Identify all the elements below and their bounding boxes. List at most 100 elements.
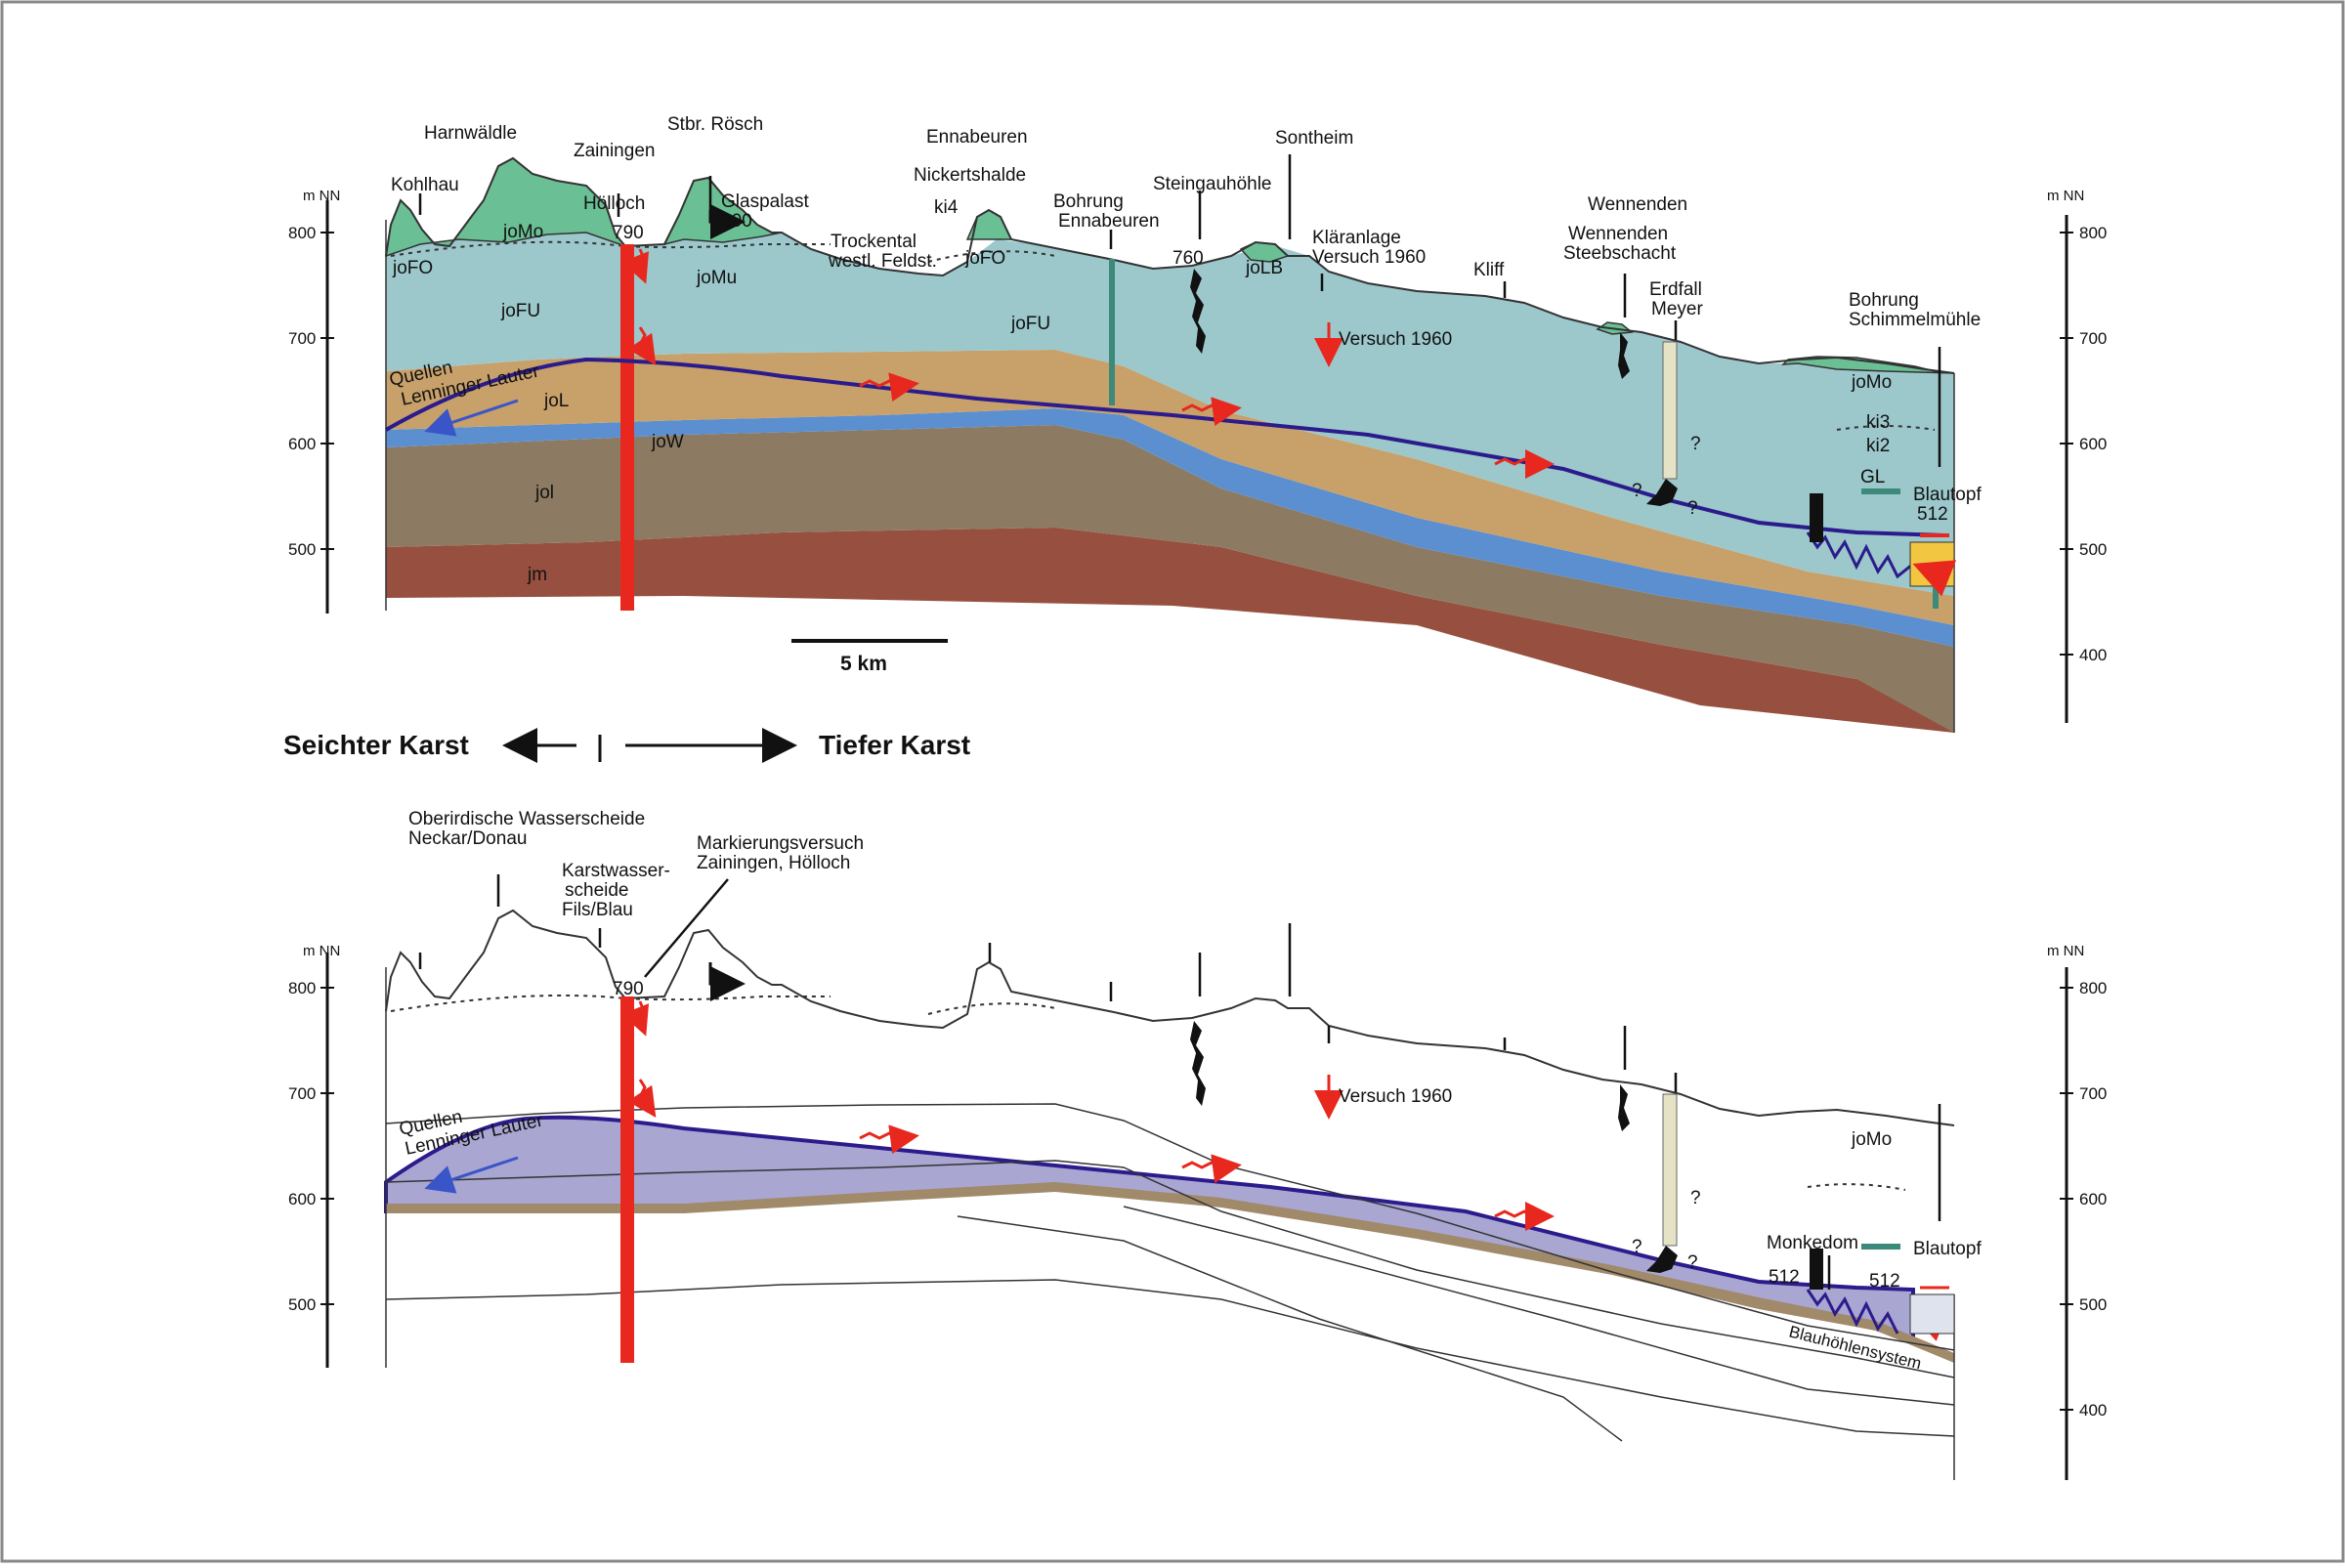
- label-glaspalast-alt: 800: [721, 211, 752, 232]
- label-bohrung-1: Bohrung: [1053, 191, 1124, 212]
- q-mark-b2: ?: [1632, 1237, 1642, 1257]
- top-leader-lines: [418, 154, 1941, 467]
- label-hoelloch: Hölloch: [583, 193, 645, 214]
- unit-ki2: ki2: [1866, 436, 1890, 456]
- label-schimmel-1: Bohrung: [1849, 290, 1919, 311]
- tick-600: 600: [2079, 435, 2107, 453]
- top-labels: Kohlhau Harnwäldle Zainingen Hölloch 790…: [388, 114, 1983, 585]
- bottom-cave-erdfall: [1646, 1246, 1678, 1273]
- label-nickertshalde: Nickertshalde: [914, 165, 1026, 186]
- unit-joMo-left: joMo: [502, 222, 543, 242]
- unit-joFO-left: joFO: [392, 258, 433, 278]
- label-wasserscheide-2: Neckar/Donau: [408, 828, 527, 849]
- label-klaeranlage-1: Kläranlage: [1312, 228, 1401, 248]
- label-glaspalast: Glaspalast: [721, 191, 809, 212]
- tick-700: 700: [288, 329, 316, 348]
- unit-joFO-mid: joFO: [964, 248, 1005, 269]
- top-cave-steingauhoehle: [1190, 269, 1206, 354]
- label-wenn-steeb-2: Steebschacht: [1563, 243, 1677, 264]
- axis-unit-top-left: m NN: [303, 188, 340, 204]
- q-mark-b1: ?: [1690, 1188, 1701, 1208]
- scale-bar-label: 5 km: [840, 653, 887, 675]
- label-steingauhoehle: Steingauhöhle: [1153, 174, 1272, 194]
- label-alt-790: 790: [613, 979, 644, 999]
- unit-joW: joW: [651, 432, 684, 452]
- bottom-cross-section: [384, 909, 1955, 1480]
- bottom-red-fault: [620, 996, 634, 1363]
- tick-700: 700: [2079, 329, 2107, 348]
- bottom-right-axis: m NN 800 700 600 500 400: [2047, 943, 2107, 1480]
- label-blautopf: Blautopf: [1913, 485, 1982, 505]
- tick-600: 600: [2079, 1190, 2107, 1208]
- bottom-gl-marker: [1861, 1244, 1900, 1250]
- unit-jm: jm: [527, 565, 547, 585]
- tick-700: 700: [2079, 1084, 2107, 1103]
- tick-400: 400: [2079, 1401, 2107, 1420]
- bottom-glaspalast-arrow: [708, 962, 746, 1001]
- bottom-base-layer: [386, 1182, 1954, 1363]
- label-sontheim: Sontheim: [1275, 128, 1353, 148]
- top-borehole-ennabeuren: [1109, 259, 1115, 405]
- top-blautopf-pool: [1909, 541, 1955, 587]
- tick-500: 500: [288, 1295, 316, 1314]
- label-joMo-bottom: joMo: [1851, 1129, 1892, 1150]
- bottom-left-axis: m NN 800 700 600 500: [288, 943, 340, 1368]
- glaspalast-arrow: [708, 204, 746, 239]
- label-trockental-1: Trockental: [831, 232, 917, 252]
- label-512-a: 512: [1769, 1267, 1800, 1288]
- axis-unit-bottom-left: m NN: [303, 943, 340, 959]
- top-left-axis: m NN 800 700 600 500: [288, 188, 340, 614]
- tick-600: 600: [288, 435, 316, 453]
- label-steingau-alt: 760: [1172, 248, 1204, 269]
- top-blue-flow-arrow: [424, 399, 519, 437]
- top-right-axis: m NN 800 700 600 500 400: [2047, 188, 2107, 723]
- label-ki4: ki4: [934, 197, 959, 218]
- top-dotted-boundary: [390, 240, 1056, 263]
- label-kohlhau: Kohlhau: [391, 175, 459, 195]
- tick-800: 800: [288, 979, 316, 997]
- unit-joMu: joMu: [696, 268, 737, 288]
- bottom-blue-flow-arrow: [424, 1156, 519, 1194]
- bottom-monkedom-shaft: [1810, 1249, 1823, 1290]
- label-mark-2: Zainingen, Hölloch: [697, 853, 850, 873]
- tick-500: 500: [2079, 1295, 2107, 1314]
- label-versuch-1960-bottom: Versuch 1960: [1339, 1086, 1452, 1107]
- label-ennabeuren: Ennabeuren: [926, 127, 1028, 148]
- bottom-labels: Oberirdische Wasserscheide Neckar/Donau …: [398, 809, 1983, 1373]
- bottom-blautopf-pool: [1909, 1293, 1955, 1335]
- q-mark-b3: ?: [1687, 1252, 1698, 1273]
- q-mark-3: ?: [1687, 498, 1698, 519]
- label-tiefer-karst: Tiefer Karst: [819, 730, 970, 760]
- bottom-leader-lines: [418, 874, 1941, 1290]
- unit-joLB: joLB: [1245, 258, 1283, 278]
- tick-500: 500: [2079, 540, 2107, 559]
- label-schimmel-2: Schimmelmühle: [1849, 310, 1981, 330]
- unit-joFU-left: joFU: [500, 301, 540, 321]
- top-surface-line: [385, 156, 1955, 374]
- label-karst-1: Karstwasser-: [562, 861, 670, 881]
- unit-GL: GL: [1860, 467, 1885, 487]
- unit-joFU-mid: joFU: [1010, 314, 1050, 334]
- label-karst-3: Fils/Blau: [562, 900, 633, 920]
- unit-jol: jol: [534, 483, 554, 503]
- label-512-b: 512: [1869, 1271, 1900, 1292]
- top-blautopf-arrows: [1920, 535, 1949, 576]
- label-erdfall-2: Meyer: [1651, 299, 1703, 319]
- top-dotted-ki3: [1836, 425, 1936, 431]
- top-tracer-arrows: [621, 248, 1555, 479]
- top-gl-marker: [1861, 488, 1900, 494]
- tick-800: 800: [2079, 224, 2107, 242]
- bottom-blauhoehle-passage: [1806, 1289, 1899, 1335]
- layer-joFU: [386, 233, 1954, 596]
- bottom-surface-line: [385, 909, 1955, 1126]
- label-versuch-1960-top: Versuch 1960: [1339, 329, 1452, 350]
- label-seichter-karst: Seichter Karst: [283, 730, 469, 760]
- layer-jm: [386, 528, 1954, 733]
- tick-400: 400: [2079, 646, 2107, 664]
- label-zainingen: Zainingen: [574, 141, 655, 161]
- top-red-fault-hoelloch: [620, 244, 634, 611]
- top-monkedom-shaft: [1810, 493, 1823, 542]
